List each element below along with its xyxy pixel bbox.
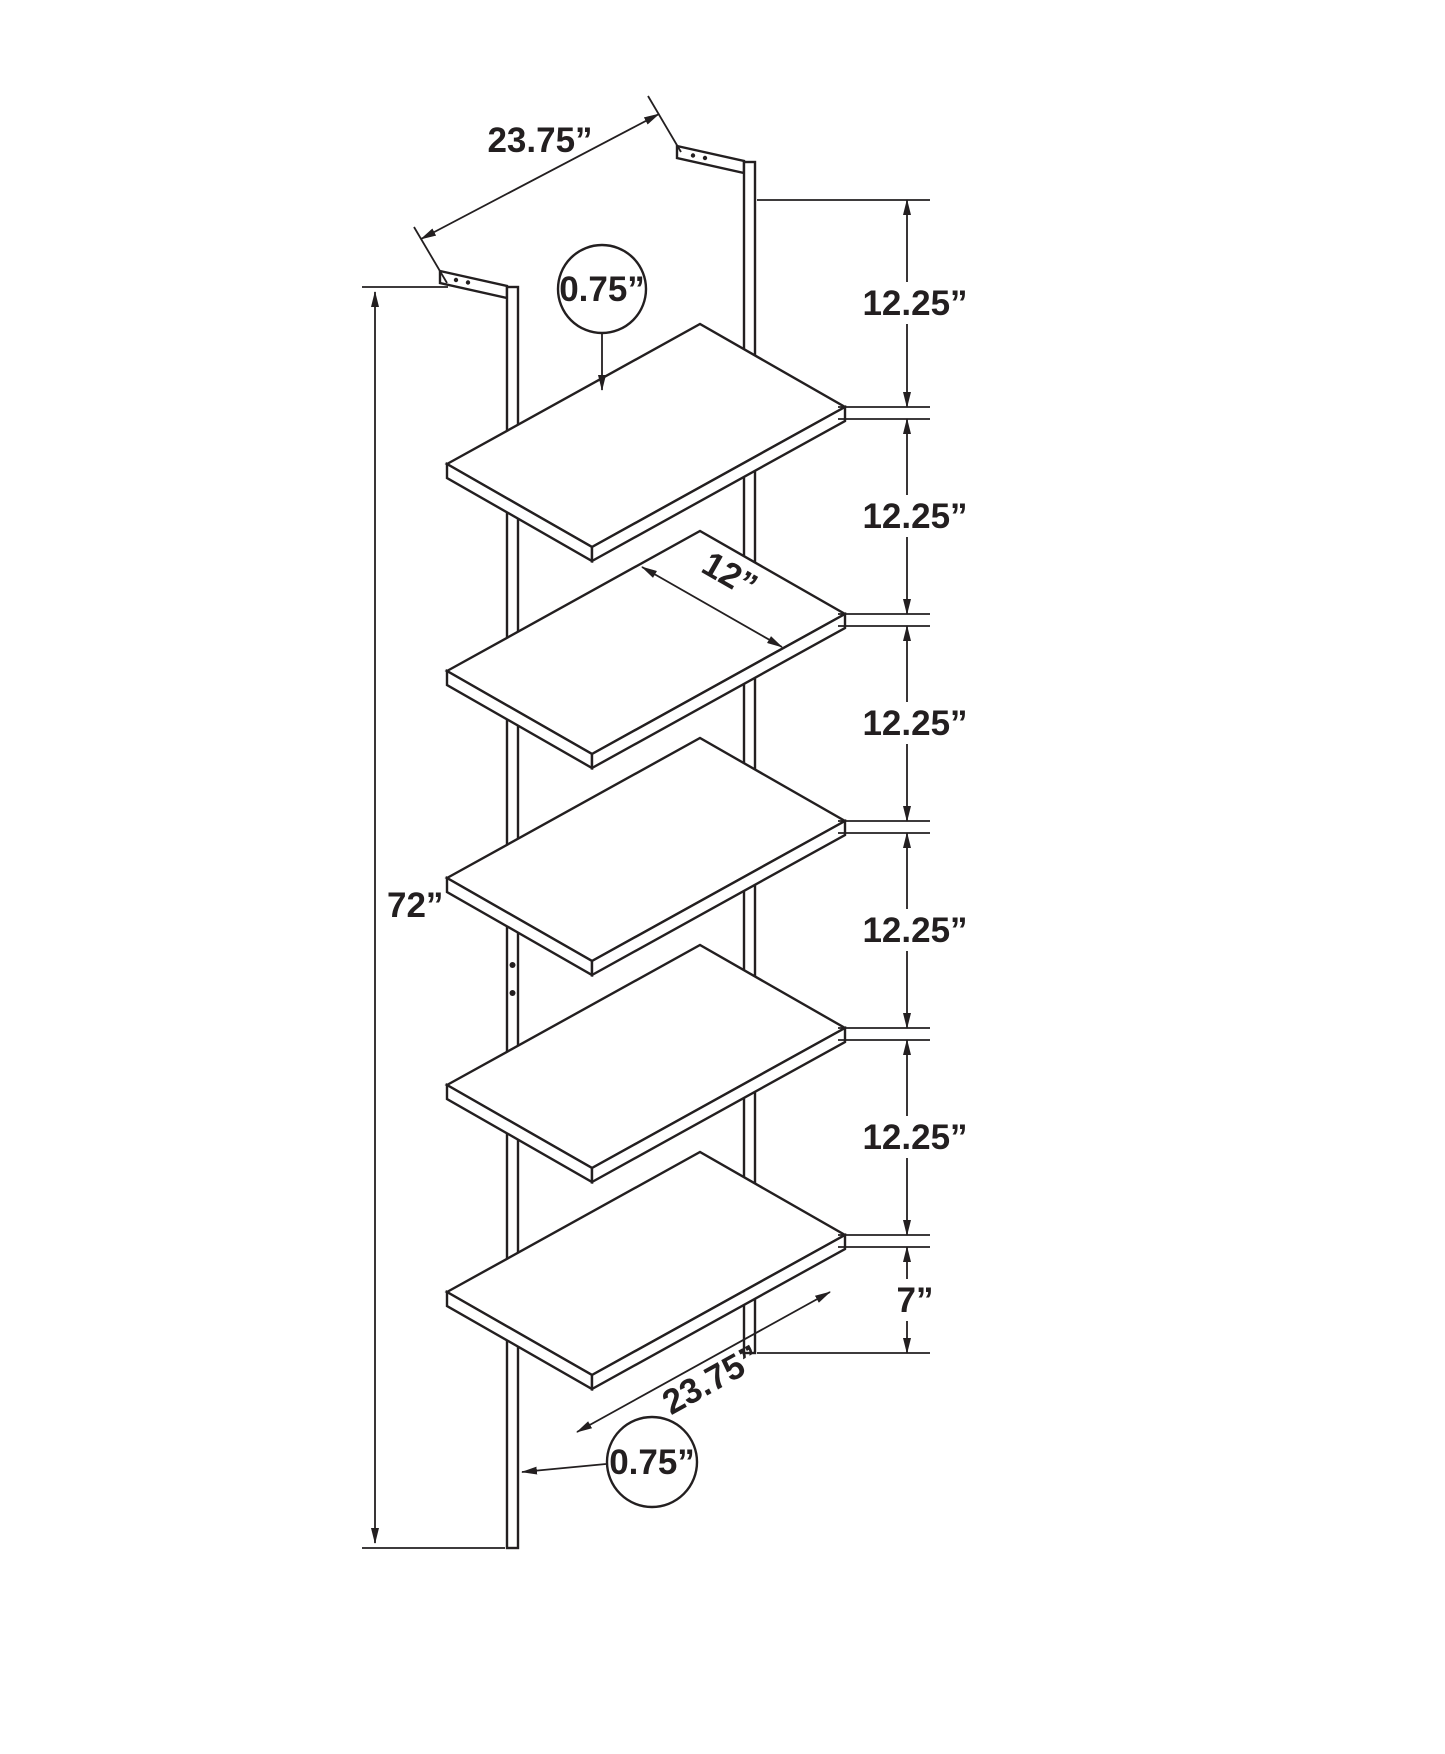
label-background <box>858 702 972 744</box>
right-wall-bracket <box>675 144 746 175</box>
shelf-4 <box>444 943 848 1185</box>
extension-line <box>413 226 448 284</box>
label-background <box>858 282 972 324</box>
dim-label-bottom-clearance: 7” <box>897 1281 934 1320</box>
label-background <box>858 909 972 951</box>
dim-label-spacing-4: 12.25” <box>862 911 967 950</box>
callout-circle <box>605 1415 699 1509</box>
label-background <box>870 1279 960 1321</box>
dimension-arrow <box>576 1291 831 1433</box>
dim-label-frame-thickness: 0.75” <box>609 1443 695 1482</box>
shelf-front-edge <box>590 1025 847 1185</box>
dim-label-spacing-3: 12.25” <box>862 704 967 743</box>
shelf-front-edge <box>590 818 847 978</box>
dim-overall-height: 72” <box>362 286 505 1549</box>
label-background <box>858 495 972 537</box>
dim-label-overall-height: 72” <box>387 886 443 925</box>
callout-circle <box>556 243 648 335</box>
right-bracket-screw-hole <box>702 155 708 161</box>
dim-label-spacing-1: 12.25” <box>862 284 967 323</box>
dim-top-shelf-thickness: 0.75” <box>556 243 648 391</box>
leader-arrow <box>521 1463 607 1475</box>
left-bracket-screw-hole <box>465 280 471 285</box>
dimension-arrow <box>420 113 660 240</box>
rail-screw-hole <box>509 990 516 996</box>
dim-label-bottom-width: 23.75” <box>656 1337 767 1422</box>
dim-label-top-thickness: 0.75” <box>559 270 645 309</box>
label-background <box>858 1116 972 1158</box>
right-rail <box>742 160 757 1355</box>
dim-label-spacing-5: 12.25” <box>862 1118 967 1157</box>
dim-shelf-spacing-chain: 12.25” 12.25” 12.25” 12.25” 12.25” 7” <box>757 199 972 1354</box>
left-bracket-screw-hole <box>453 277 459 283</box>
dim-label-top-width: 23.75” <box>487 121 592 160</box>
shelf-1 <box>444 322 848 564</box>
dim-label-spacing-2: 12.25” <box>862 497 967 536</box>
dim-frame-tube-thickness: 0.75” <box>521 1415 699 1509</box>
shelf-3 <box>444 736 848 978</box>
shelf-front-edge <box>590 611 847 771</box>
dimension-arrow <box>641 566 783 648</box>
shelf-front-edge <box>590 404 847 564</box>
rail-screw-hole <box>509 962 516 968</box>
right-bracket-screw-hole <box>690 153 696 158</box>
left-wall-bracket <box>438 269 509 300</box>
extension-line <box>647 95 682 153</box>
dim-top-width: 23.75” <box>413 95 682 284</box>
